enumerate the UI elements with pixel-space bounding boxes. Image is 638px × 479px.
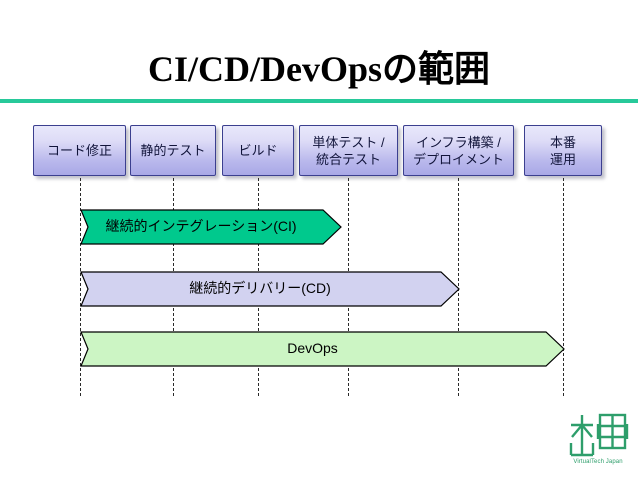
stage-label-line2: 運用 <box>549 151 576 167</box>
scope-arrow-cd-shape <box>80 271 460 307</box>
stage-label-line1: 静的テスト <box>140 143 206 158</box>
stage-connector-line-infra-deploy <box>458 178 459 396</box>
stage-label-line1: インフラ構築 / <box>416 134 501 150</box>
page-title: CI/CD/DevOpsの範囲 <box>147 49 491 89</box>
stage-label-line1: コード修正 <box>46 143 112 158</box>
title-underline-rule <box>0 99 638 103</box>
stage-connector-line-production <box>563 178 564 396</box>
stage-box-code-fix[interactable]: コード修正 <box>33 125 126 176</box>
stage-connector-line-code-fix <box>80 178 81 396</box>
stage-box-production[interactable]: 本番 運用 <box>524 125 602 176</box>
scope-arrow-ci-shape <box>80 209 342 245</box>
brand-logo: VirtualTech Japan <box>567 412 629 474</box>
stage-label-line2: デプロイメント <box>412 151 504 167</box>
stage-label-line1: 本番 <box>549 134 576 150</box>
scope-arrow-cd[interactable]: 継続的デリバリー(CD) <box>80 271 460 307</box>
scope-arrow-ci[interactable]: 継続的インテグレーション(CI) <box>80 209 342 245</box>
stage-box-unit-test[interactable]: 単体テスト / 統合テスト <box>299 125 398 176</box>
stage-label-line2: 統合テスト <box>315 151 381 167</box>
brand-logo-caption: VirtualTech Japan <box>573 459 623 465</box>
virtualtech-japan-logo-icon <box>569 413 629 457</box>
stage-label-line1: 単体テスト / <box>312 134 385 150</box>
stage-box-infra-deploy[interactable]: インフラ構築 / デプロイメント <box>403 125 514 176</box>
scope-arrow-devops-shape <box>80 331 565 367</box>
stage-box-build[interactable]: ビルド <box>222 125 294 176</box>
stage-label-line1: ビルド <box>238 143 278 158</box>
scope-arrow-devops[interactable]: DevOps <box>80 331 565 367</box>
stage-box-static-test[interactable]: 静的テスト <box>130 125 216 176</box>
